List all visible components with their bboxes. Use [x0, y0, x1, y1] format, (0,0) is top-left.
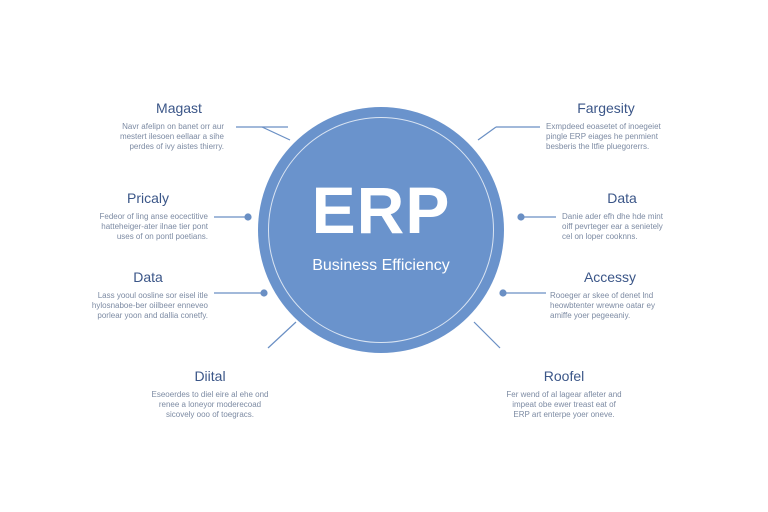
node-fargesity: Fargesity Exmpdeed eoasetet of inoegeiet… — [546, 99, 706, 152]
node-description: Navr afelipn on banet orr aur mestert il… — [119, 122, 224, 151]
node-data-left: Data Lass yooul oosline sor eisel itle h… — [48, 268, 208, 321]
connector-dital — [267, 321, 297, 349]
node-description: Fer wend of al lagear afleter and impeat… — [506, 390, 622, 419]
connector-dot-accessy — [499, 289, 507, 297]
node-label: Diital — [194, 368, 226, 384]
node-description: Eseoerdes to diel eire al ehe ond renee … — [151, 390, 269, 419]
connector-magast-diagonal — [261, 126, 291, 141]
node-data-right: Data Danie ader efh dhe hde mint oiff pe… — [562, 189, 722, 242]
node-label: Data — [607, 190, 637, 206]
node-label: Accessy — [583, 269, 637, 285]
hub-subtitle: Business Efficiency — [312, 257, 450, 274]
node-label: Fargesity — [577, 100, 635, 116]
node-description: Rooeger ar skee of denet lnd heowbtenter… — [550, 291, 655, 320]
node-label: Data — [133, 269, 163, 285]
connector-dot-data-right — [517, 213, 525, 221]
node-roofel: Roofel Fer wend of al lagear afleter and… — [484, 367, 644, 420]
node-accessy: Accessy Rooeger ar skee of denet lnd heo… — [550, 268, 710, 321]
node-label: Pricaly — [126, 190, 169, 206]
connector-roofel — [473, 321, 501, 349]
hub-title: ERP — [311, 173, 451, 247]
node-pricaly: Pricaly Fedeor of ling anse eocectitive … — [48, 189, 208, 242]
node-label: Magast — [156, 100, 202, 116]
node-label: Roofel — [543, 368, 585, 384]
node-description: Lass yooul oosline sor eisel itle hylosn… — [91, 291, 208, 320]
node-magast: Magast Navr afelipn on banet orr aur mes… — [64, 99, 224, 152]
connector-dot-pricaly — [244, 213, 252, 221]
connector-dot-data-left — [260, 289, 268, 297]
erp-hub-circle: ERP Business Efficiency — [258, 107, 504, 353]
node-description: Danie ader efh dhe hde mint oiff pevrteg… — [562, 212, 663, 241]
hub-inner-ring — [268, 117, 494, 343]
node-description: Fedeor of ling anse eocectitive hattehei… — [99, 212, 208, 241]
node-description: Exmpdeed eoasetet of inoegeiet pingle ER… — [546, 122, 661, 151]
connector-fargesity — [477, 126, 497, 141]
node-dital: Diital Eseoerdes to diel eire al ehe ond… — [130, 367, 290, 420]
